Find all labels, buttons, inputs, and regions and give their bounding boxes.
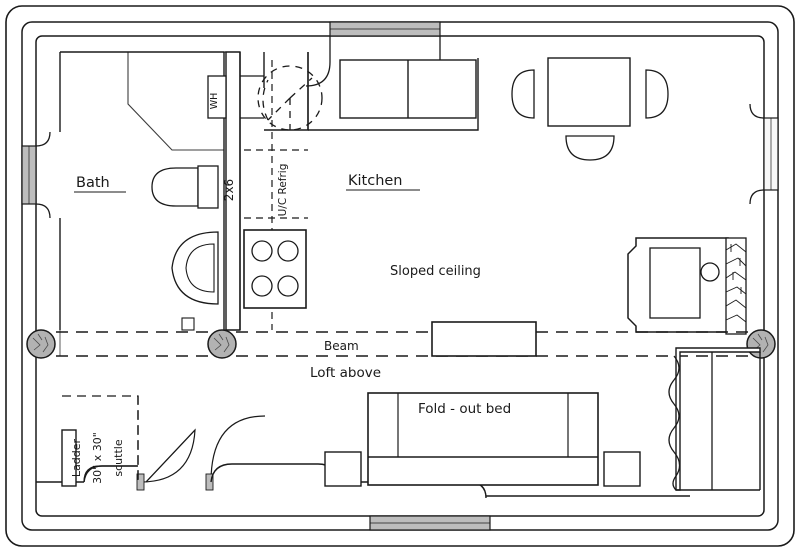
closet-curtain [668, 355, 681, 491]
bath-room-label: Bath [74, 175, 126, 193]
closet [668, 347, 761, 491]
toilet-fixture [151, 165, 219, 209]
scuttle-opening [62, 395, 139, 482]
post-right [746, 329, 776, 359]
wood-stove-assembly [627, 237, 747, 335]
fold-out-bed-sofa: Fold - out bed [367, 392, 599, 486]
burner-2 [277, 240, 299, 262]
dashed-circle-outer [257, 65, 323, 131]
dashed-spiral-arc [262, 79, 269, 121]
scuttle-label: scuttle [112, 439, 125, 476]
side-table-right [603, 451, 641, 487]
stud-wall-label: 2x6 [222, 179, 236, 201]
ladder-label: Ladder [70, 438, 83, 477]
wood-stove-flue [700, 262, 720, 282]
door-jamb-bath [136, 473, 145, 491]
coffee-table [431, 321, 537, 357]
post-center [207, 329, 237, 359]
masonry-stone-texture [725, 243, 747, 323]
sloped-ceiling-label: Sloped ceiling [390, 264, 481, 279]
dashed-spiral-arm-b [289, 77, 313, 99]
beam-and-loft-lines [36, 331, 764, 357]
dining-table [547, 57, 631, 127]
dining-chair-right [645, 69, 669, 119]
dining-set [511, 57, 669, 161]
burner-1 [251, 240, 273, 262]
water-heater-label: WH [209, 93, 220, 110]
bath-label-text: Bath [76, 175, 110, 191]
wall-return-right-upper [749, 103, 765, 119]
door-jamb-living [205, 473, 214, 491]
cooktop-body [243, 229, 307, 309]
post-bracket [181, 317, 195, 331]
ladder-and-scuttle: Ladder 30" x 30" scuttle [61, 395, 139, 487]
wood-stove-firebox [649, 247, 701, 319]
wall-return-left-upper [35, 131, 51, 147]
wall-return-left-lower [35, 203, 51, 219]
under-counter-refrig-label: U/C Refrig [277, 164, 289, 217]
windows [21, 21, 779, 531]
ladder-rails [61, 429, 77, 487]
burner-3 [251, 275, 273, 297]
overhead-dashed-circle [257, 65, 323, 131]
sofa-outline [367, 392, 599, 486]
page-border [5, 5, 795, 547]
lav-inner-basin [185, 243, 215, 293]
dining-chair-left [511, 69, 535, 119]
water-heater: WH [207, 75, 227, 119]
side-table-left [324, 451, 362, 487]
cooktop-four-burner [243, 229, 307, 309]
dining-chair-bottom [565, 135, 615, 161]
wall-detail-ticks [59, 51, 264, 356]
door-swing-bath [140, 428, 196, 483]
lavatory-sink [171, 231, 219, 305]
loft-above-label: Loft above [310, 365, 381, 381]
scuttle-size-label: 30" x 30" [91, 432, 104, 484]
dashed-spiral-arm-a [267, 97, 291, 121]
kitchen-sink-counter [307, 52, 479, 131]
post-left [26, 329, 56, 359]
toilet-bowl [151, 167, 199, 207]
door-swing-top-left [305, 36, 331, 87]
water-heater-box [207, 75, 227, 119]
under-counter-refrig [244, 60, 308, 330]
kitchen-room-label: Kitchen [346, 173, 420, 191]
fold-out-bed-label: Fold - out bed [418, 401, 511, 417]
toilet-tank [197, 165, 219, 209]
door-swing-living [210, 415, 266, 483]
wall-return-right-lower [749, 189, 765, 205]
kitchen-label-text: Kitchen [348, 173, 403, 189]
burner-4 [277, 275, 299, 297]
beam-label: Beam [324, 339, 359, 353]
